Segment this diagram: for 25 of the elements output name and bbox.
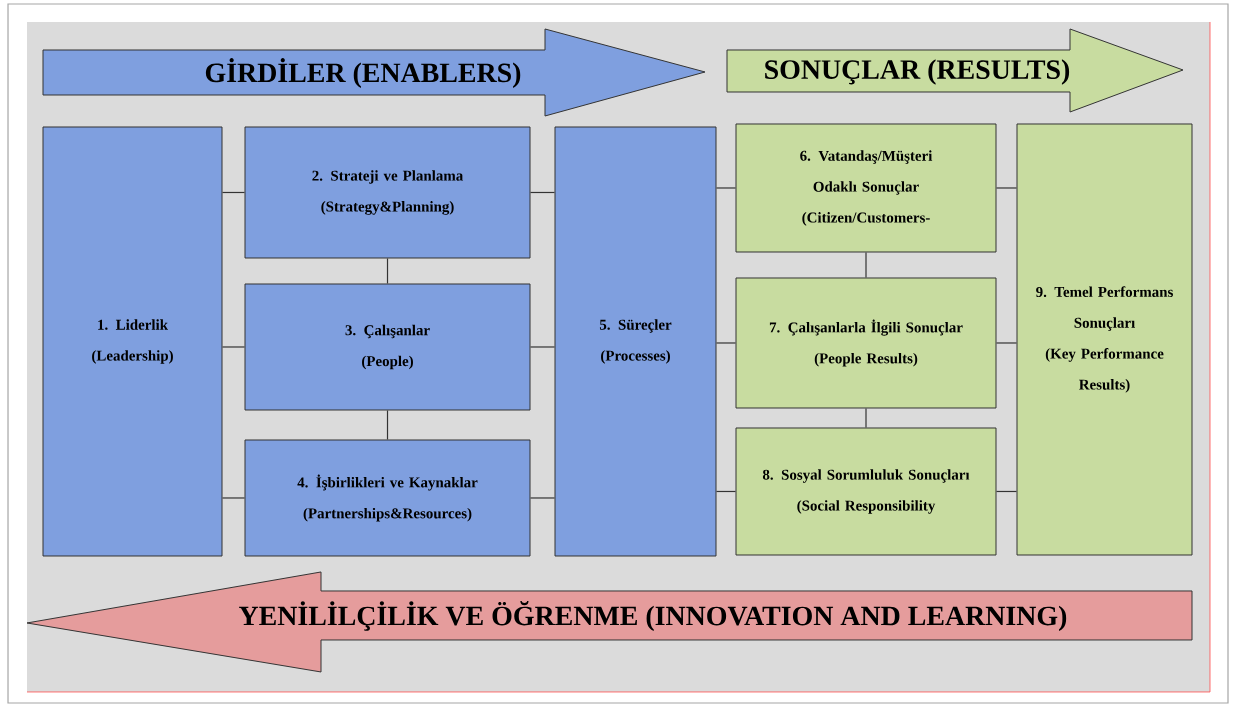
category-box: 4. İşbirlikleri ve Kaynaklar (Partnerships&Resources) — [244, 439, 531, 557]
connector-line — [529, 191, 556, 194]
category-box: 8. Sosyal Sorumluluk Sonuçları (Social Responsibility — [735, 427, 997, 556]
category-box: 9. Temel Performans Sonuçları (Key Performance Results) — [1016, 123, 1193, 556]
category-box: 7. Çalışanlarla İlgili Sonuçlar (People Results) — [735, 277, 997, 409]
connector-line — [995, 342, 1018, 344]
category-box: 3. Çalışanlar (People) — [244, 283, 531, 411]
connector-line — [995, 490, 1018, 493]
connector-line — [715, 187, 737, 189]
connector-line — [529, 497, 556, 499]
connector-line — [995, 187, 1018, 189]
category-box: 5. Süreçler (Processes) — [554, 126, 717, 557]
connector-line — [221, 497, 246, 499]
connector-line — [529, 346, 556, 348]
connector-line — [221, 191, 246, 194]
category-box: 1. Liderlik (Leadership) — [42, 126, 223, 557]
connector-line — [386, 409, 389, 441]
connector-line — [715, 342, 737, 344]
category-box: 2. Strateji ve Planlama (Strategy&Planning) — [244, 126, 531, 259]
connector-line — [865, 251, 867, 279]
connector-line — [386, 257, 389, 285]
connector-line — [865, 407, 867, 429]
category-box: 6. Vatandaş/Müşteri Odaklı Sonuçlar (Citizen/Customers- — [735, 123, 997, 253]
connector-line — [715, 490, 737, 493]
connector-line — [221, 346, 246, 348]
